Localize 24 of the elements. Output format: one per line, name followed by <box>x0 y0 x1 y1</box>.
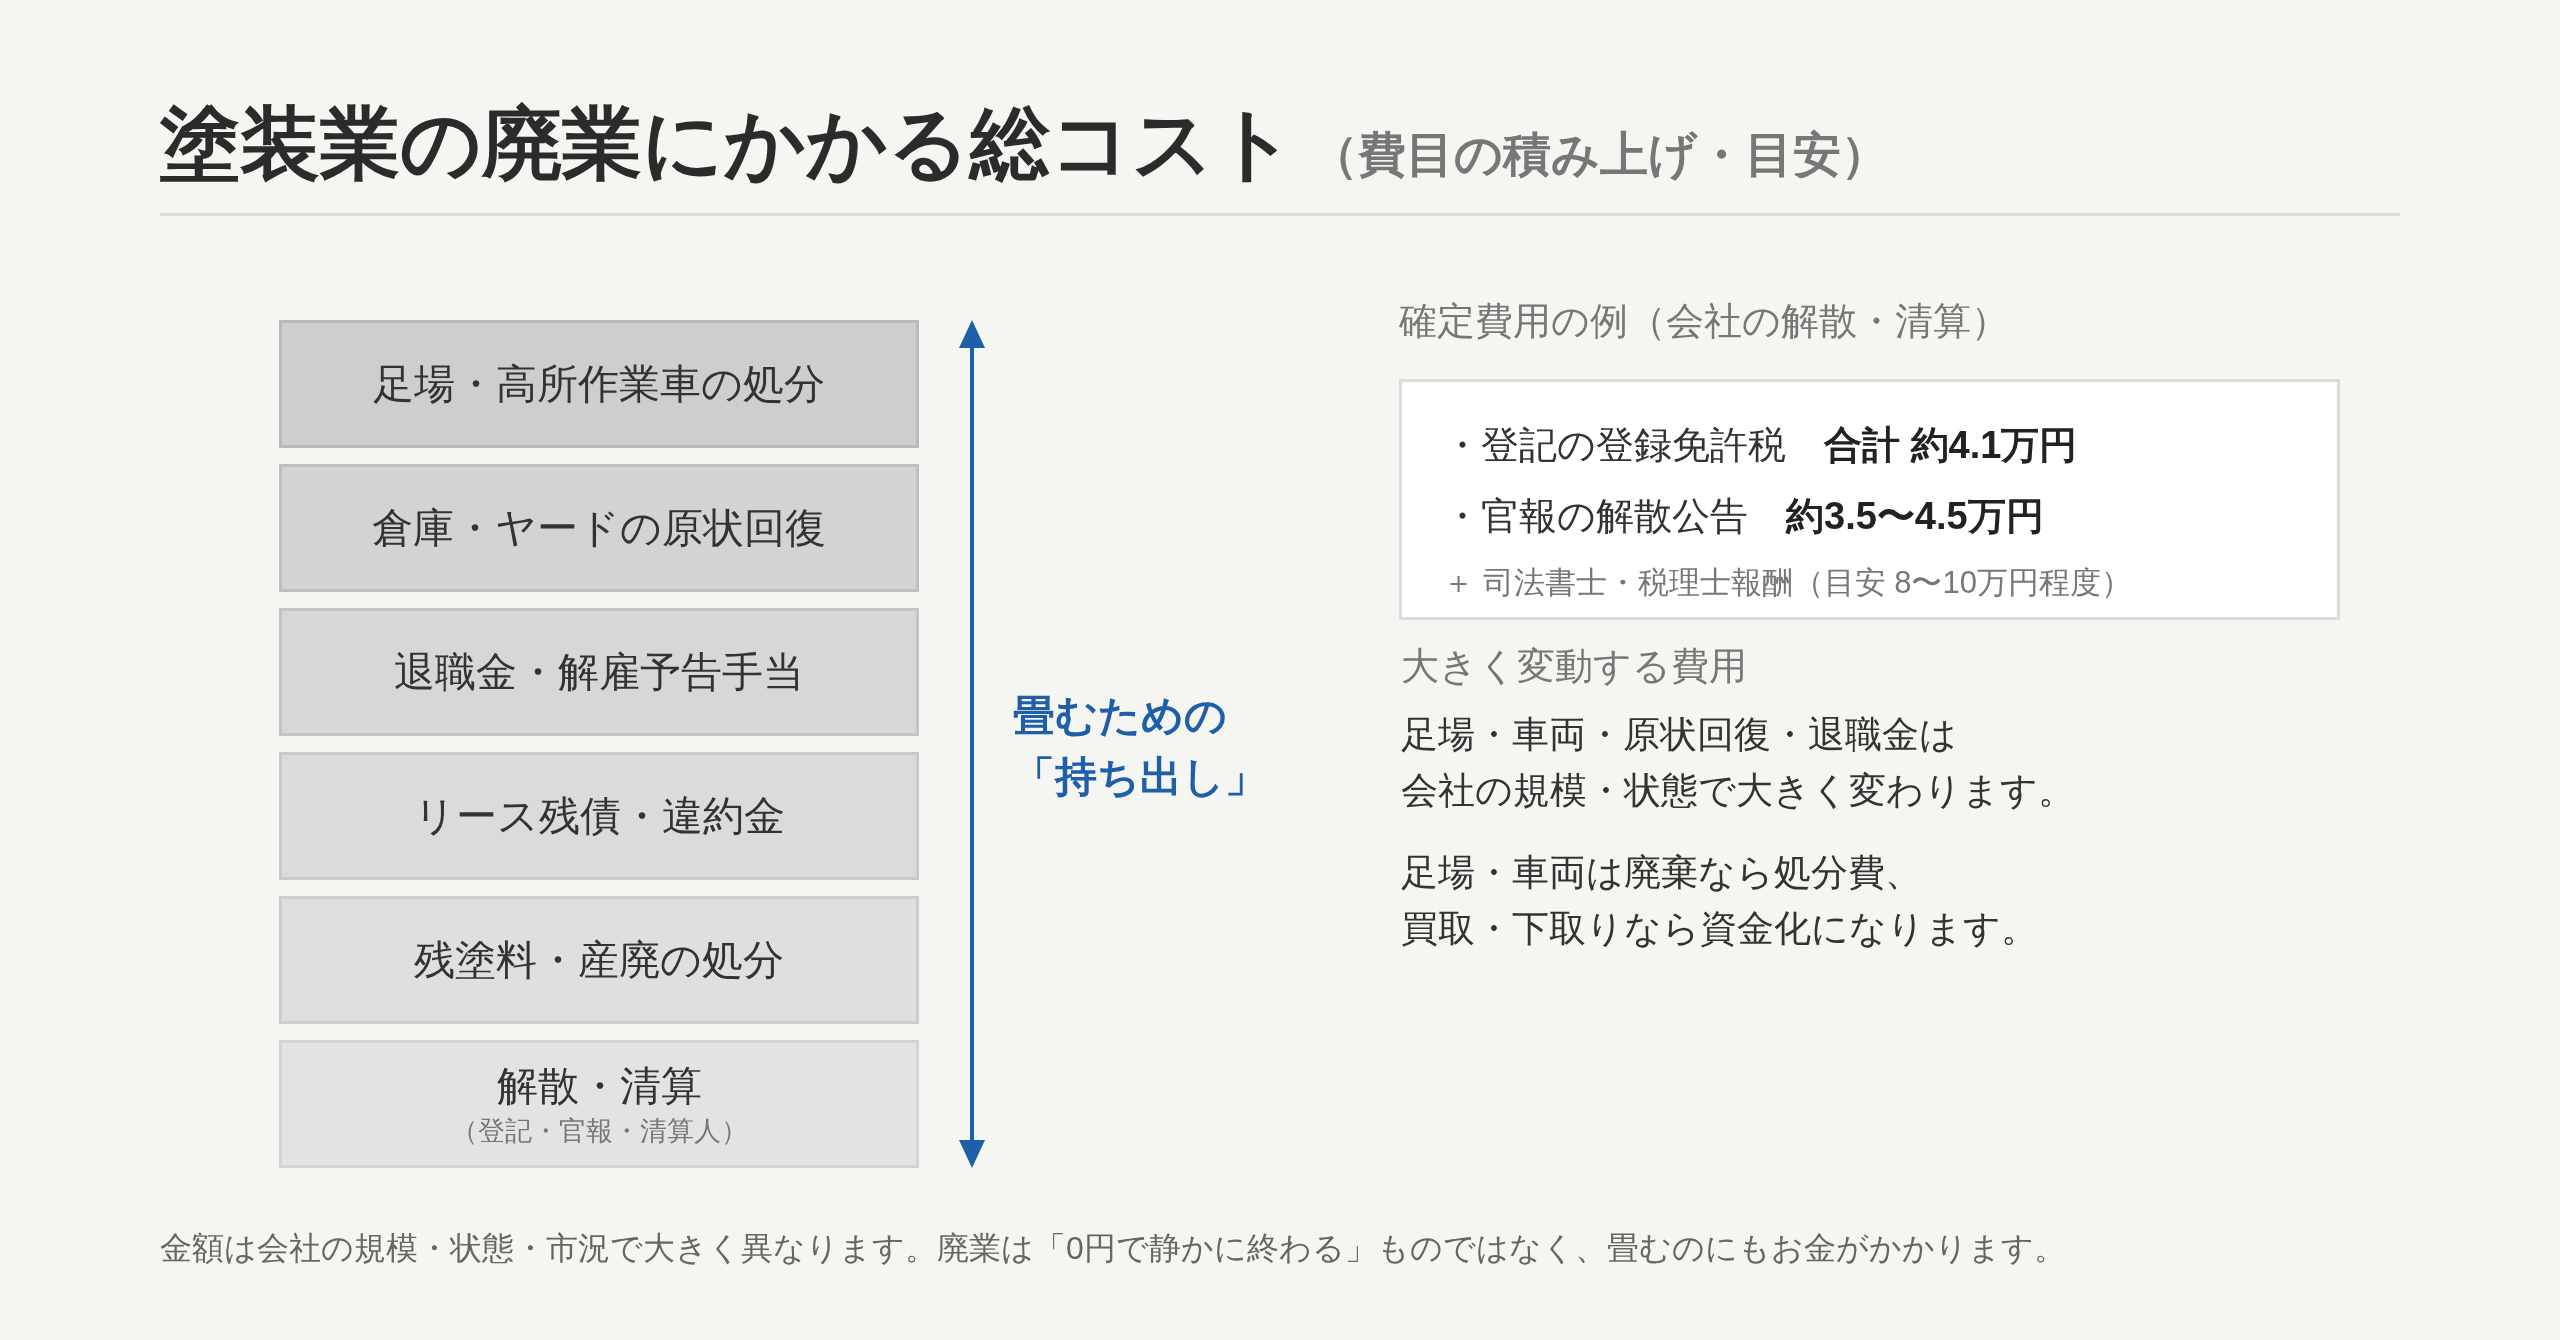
paragraph: 足場・車両は廃棄なら処分費、買取・下取りなら資金化になります。 <box>1401 851 2038 951</box>
section-heading: 大きく変動する費用 <box>1401 644 1747 689</box>
footnote: 金額は会社の規模・状態・市況で大きく異なります。廃業は「0円で静かに終わる」ものではなく、畳むのにもお金がかかります。 <box>160 1229 2066 1268</box>
item-label: 退職金・解雇予告手当 <box>394 648 804 697</box>
item-note: （登記・官報・清算人） <box>450 1115 748 1148</box>
cost-item-box <box>279 896 919 1024</box>
fee-line: ・登記の登録免許税 合計 約4.1万円 <box>1443 423 2078 468</box>
cost-item-box <box>279 320 919 448</box>
cost-item-box <box>279 464 919 592</box>
fee-note: ＋ 司法書士・税理士報酬（目安 8〜10万円程度） <box>1443 564 2132 602</box>
title: 塗装業の廃業にかかる総コスト <box>160 98 1296 190</box>
section-heading: 確定費用の例（会社の解散・清算） <box>1399 299 2009 344</box>
item-label: 解散・清算 <box>496 1062 702 1111</box>
fee-line: ・官報の解散公告 約3.5〜4.5万円 <box>1443 494 2044 539</box>
item-label: リース残債・違約金 <box>413 792 785 841</box>
item-label: 残塗料・産廃の処分 <box>414 936 784 985</box>
item-label: 足場・高所作業車の処分 <box>373 360 825 409</box>
subtitle: （費目の積み上げ・目安） <box>1310 127 1889 183</box>
cost-item-box <box>279 1040 919 1168</box>
cost-item-box <box>279 752 919 880</box>
paragraph: 足場・車両・原状回復・退職金は会社の規模・状態で大きく変わります。 <box>1401 713 2075 813</box>
span-label: 畳むための「持ち出し」 <box>1013 691 1267 802</box>
item-label: 倉庫・ヤードの原状回復 <box>372 504 826 553</box>
cost-item-box <box>279 608 919 736</box>
